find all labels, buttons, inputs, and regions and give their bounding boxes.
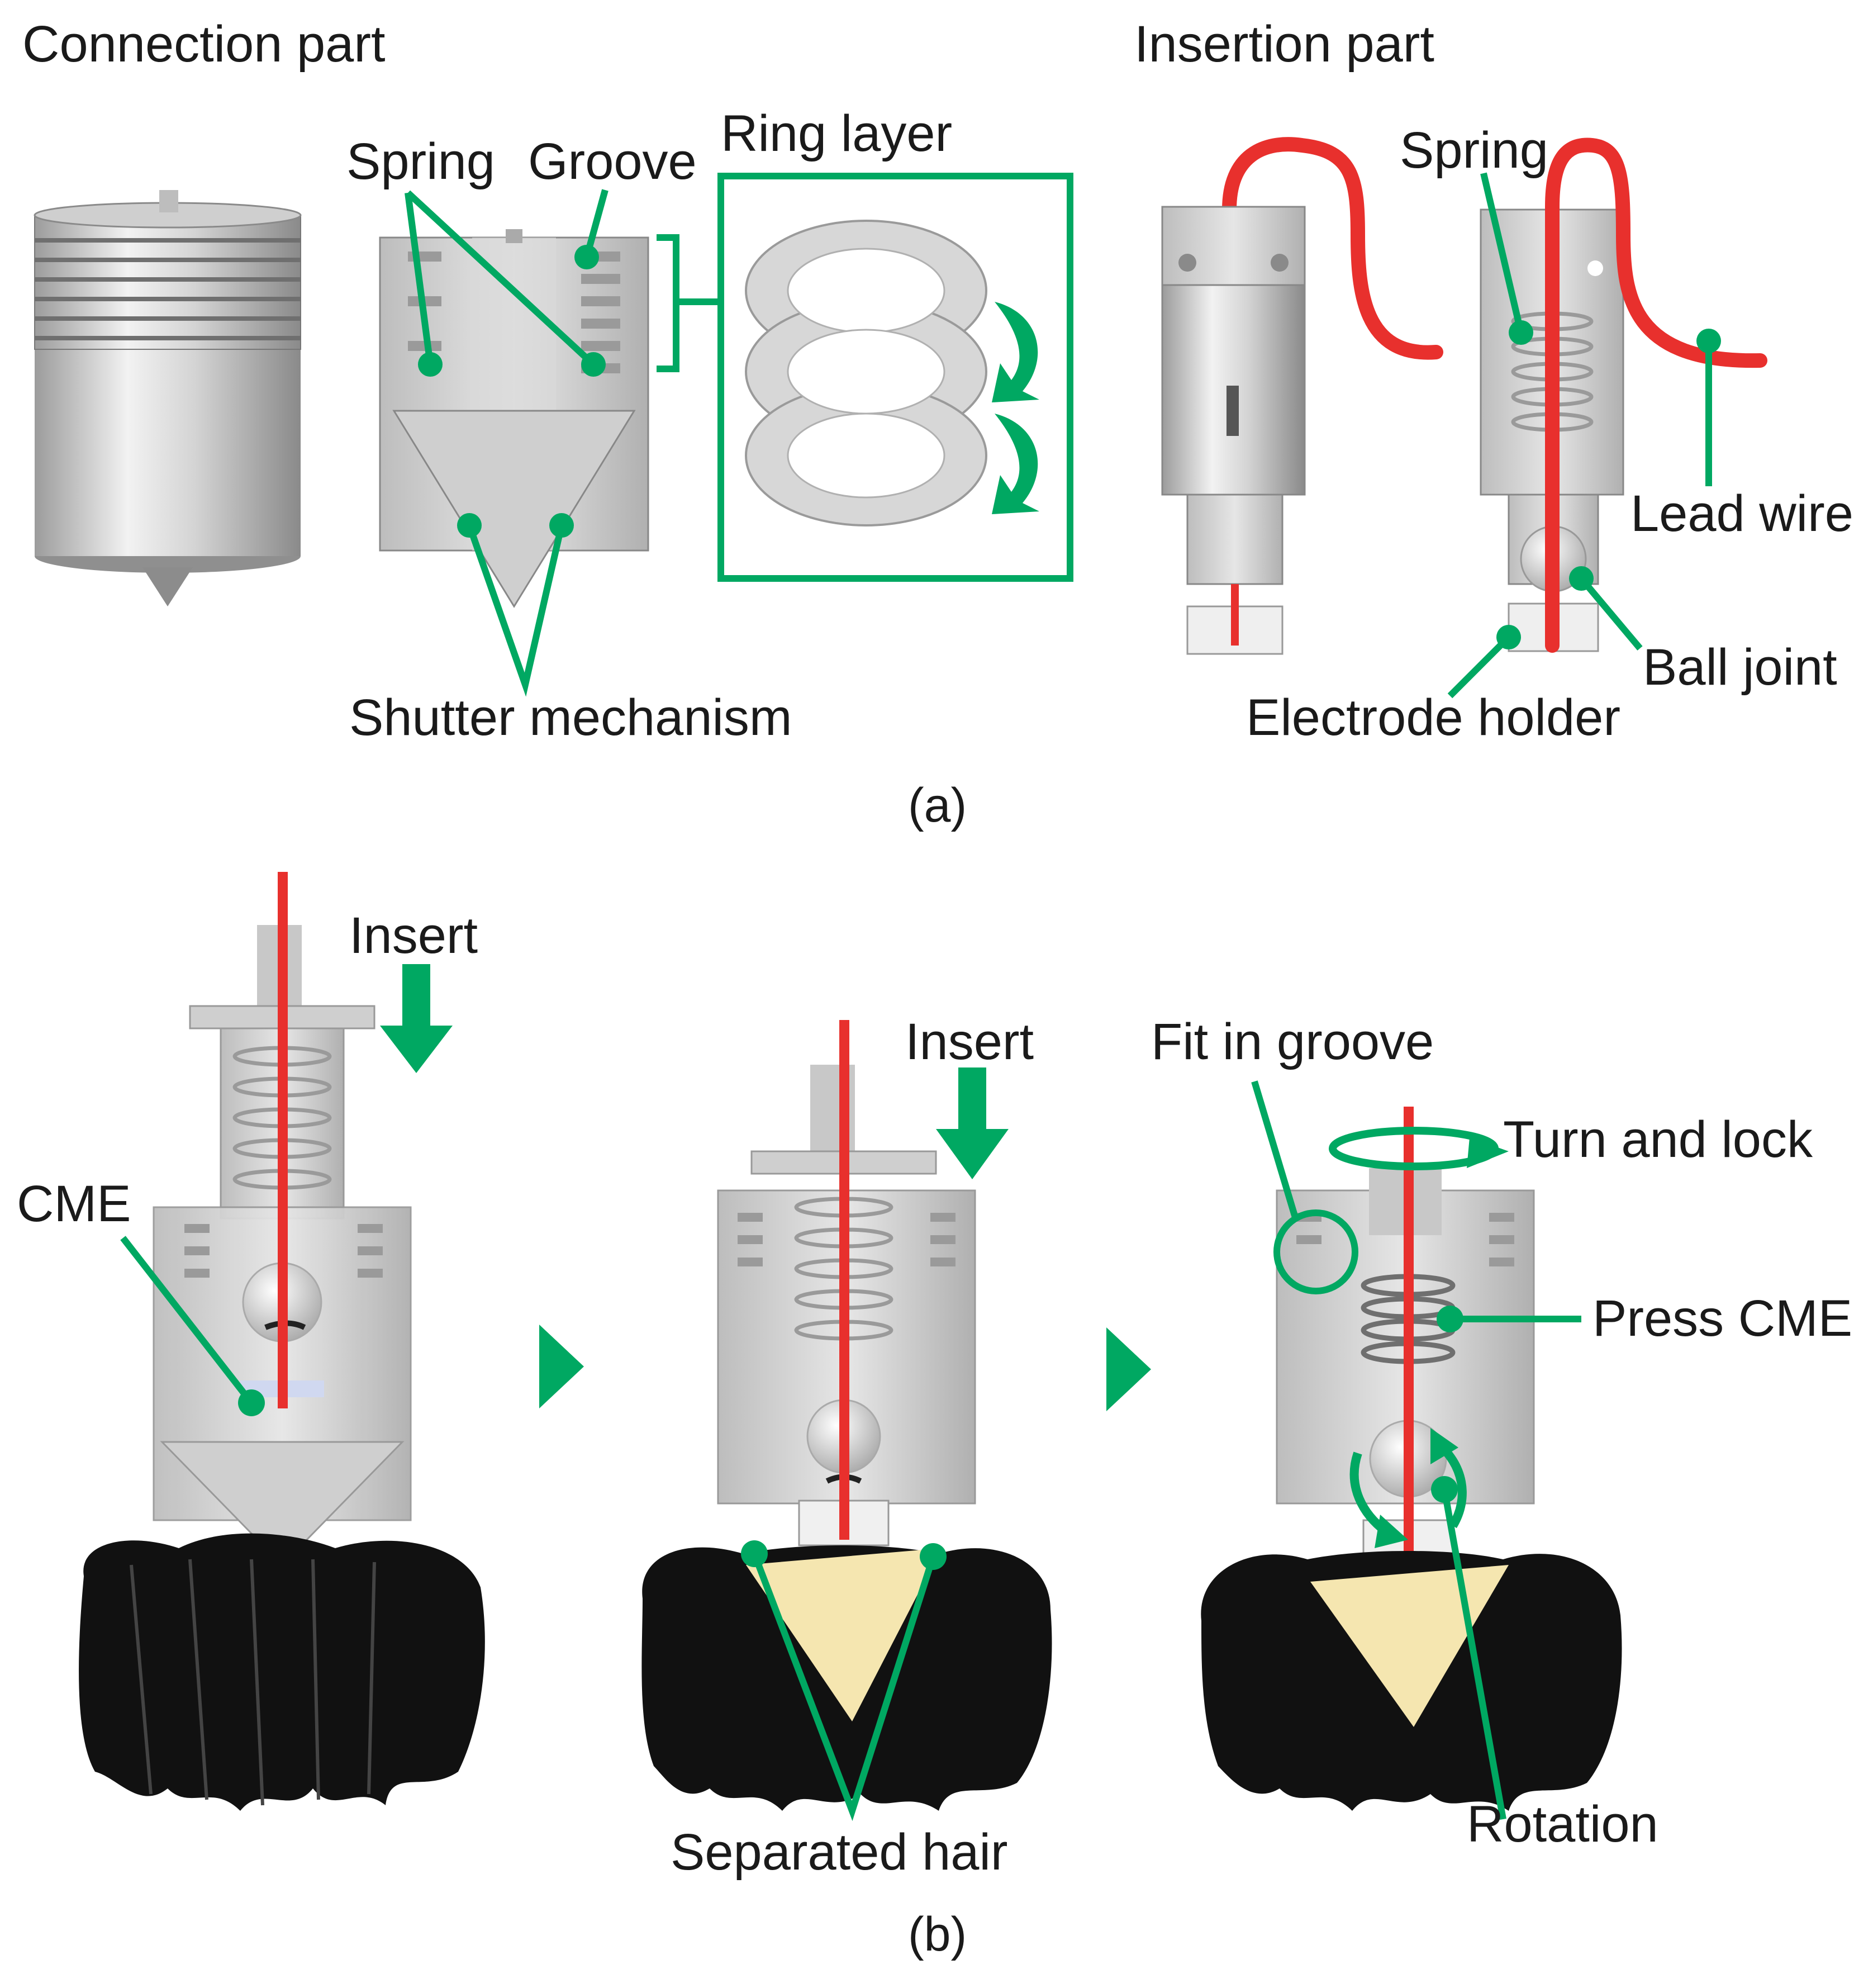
hair-2 xyxy=(641,1545,1052,1811)
label-separated-hair: Separated hair xyxy=(671,1824,1008,1881)
step-1-device xyxy=(153,872,412,1567)
step-2-device xyxy=(717,1020,976,1546)
label-fit-in-groove: Fit in groove xyxy=(1151,1013,1434,1070)
leader-dots-connection xyxy=(418,245,606,538)
label-spring-left: Spring xyxy=(346,133,495,190)
leader-dot-hair-left xyxy=(741,1540,768,1567)
caption-a: (a) xyxy=(908,779,967,832)
leader-rotation xyxy=(1441,1488,1506,1820)
leader-dot-cme xyxy=(238,1389,265,1416)
step-3-device xyxy=(1276,1107,1535,1563)
leader-dot-rotation xyxy=(1431,1476,1458,1503)
label-cme: CME xyxy=(17,1175,131,1232)
curved-arrow-icon xyxy=(992,302,1039,402)
panel-b: Insert CME xyxy=(17,872,1852,1961)
hair-3 xyxy=(1201,1551,1622,1811)
down-arrow-icon xyxy=(380,964,453,1073)
leader-dot-press-cme xyxy=(1437,1306,1463,1332)
label-groove: Groove xyxy=(528,133,697,190)
ring-layer-box xyxy=(717,173,1073,582)
panel-a: Connection part Insertion part xyxy=(22,16,1853,832)
insertion-cross-section xyxy=(1480,137,1767,653)
connection-cylinder xyxy=(34,190,302,606)
label-press-cme: Press CME xyxy=(1592,1290,1852,1347)
leader-lines-hair xyxy=(751,1552,937,1821)
insertion-outer xyxy=(1161,137,1443,655)
leader-cme xyxy=(120,1236,254,1405)
label-ring-layer: Ring layer xyxy=(721,105,952,162)
caption-b: (b) xyxy=(908,1908,967,1961)
label-insert-2: Insert xyxy=(905,1013,1034,1070)
fit-in-groove-circle xyxy=(1273,1209,1358,1294)
label-turn-and-lock: Turn and lock xyxy=(1503,1111,1813,1168)
leader-dot-hair-right xyxy=(920,1543,947,1570)
leader-lines-insertion xyxy=(1447,172,1712,699)
rotation-arrow-icon xyxy=(1375,1515,1408,1548)
label-lead-wire: Lead wire xyxy=(1630,485,1853,542)
label-ball-joint: Ball joint xyxy=(1643,639,1837,696)
rotation-arrow-icon xyxy=(1430,1428,1458,1464)
label-rotation: Rotation xyxy=(1467,1796,1658,1853)
curved-arrow-icon xyxy=(992,414,1039,514)
hair-1 xyxy=(79,1533,485,1811)
step-triangle-icon xyxy=(539,1325,584,1408)
connection-cross-section xyxy=(379,229,649,608)
step-triangle-icon xyxy=(1106,1327,1151,1411)
title-insertion-part: Insertion part xyxy=(1134,16,1434,73)
label-electrode-holder: Electrode holder xyxy=(1246,689,1620,746)
label-spring-right: Spring xyxy=(1400,122,1548,179)
rotation-arrow-icon xyxy=(1467,1137,1509,1168)
leader-fit-in-groove xyxy=(1251,1080,1300,1222)
label-insert-1: Insert xyxy=(349,907,478,964)
down-arrow-icon xyxy=(936,1067,1009,1179)
leader-dots-insertion xyxy=(1496,320,1721,649)
label-shutter-mechanism: Shutter mechanism xyxy=(349,689,792,746)
title-connection-part: Connection part xyxy=(22,16,386,73)
